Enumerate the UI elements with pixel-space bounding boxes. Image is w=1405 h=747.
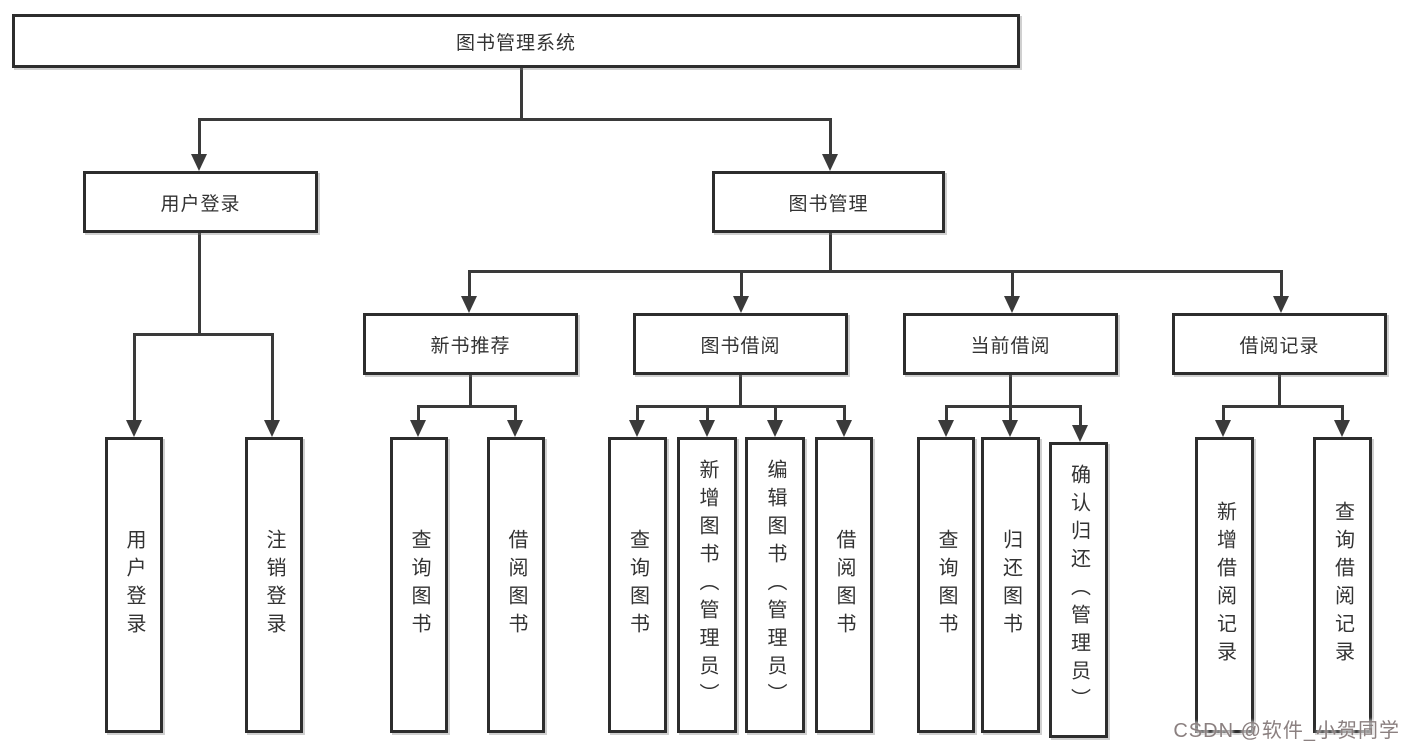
connector-arrow [1334,420,1350,437]
connector-line [945,405,948,421]
node-label: 查询图书 [408,529,430,641]
watermark: CSDN @软件_小贺同学 [1173,720,1400,742]
connector-arrow [264,420,280,437]
leaf-confirm-return-admin: 确认归还（管理员） [1049,442,1108,738]
node-label: 图书管理系统 [455,32,576,54]
connector-line [1009,405,1012,421]
node-user-login: 用户登录 [83,171,318,233]
node-book-borrow: 图书借阅 [633,313,848,375]
connector-line [198,118,201,155]
connector-line [1341,405,1344,421]
connector-line [829,233,832,273]
leaf-borrow-books-recommend: 借阅图书 [487,437,545,733]
node-current-borrow: 当前借阅 [903,313,1118,375]
node-label: 注销登录 [263,529,285,641]
connector-line [514,405,517,421]
connector-arrow [191,154,207,171]
node-borrow-records: 借阅记录 [1172,313,1387,375]
connector-line [829,118,832,155]
leaf-return-books: 归还图书 [981,437,1040,733]
node-label: 图书借阅 [700,335,781,357]
node-label: 确认归还（管理员） [1067,464,1090,716]
node-label: 用户登录 [123,529,145,641]
leaf-query-books-borrow: 查询图书 [608,437,667,733]
node-new-book-recommend: 新书推荐 [363,313,578,375]
connector-arrow [836,420,852,437]
connector-line [417,405,420,421]
node-label: 借阅图书 [833,529,855,641]
leaf-add-book-admin: 新增图书（管理员） [677,437,737,733]
node-label: 查询图书 [935,529,957,641]
connector-line [774,405,777,421]
connector-arrow [461,296,477,313]
leaf-borrow-books-2: 借阅图书 [815,437,873,733]
connector-line [417,405,517,408]
node-book-management: 图书管理 [712,171,945,233]
connector-arrow [1273,296,1289,313]
connector-arrow [767,420,783,437]
node-label: 编辑图书（管理员） [764,459,786,711]
node-label: 新书推荐 [430,335,511,357]
leaf-query-borrow-record: 查询借阅记录 [1313,437,1372,733]
connector-line [636,405,846,408]
connector-arrow [1072,425,1088,442]
connector-line [1079,405,1082,426]
node-label: 查询图书 [626,529,649,641]
connector-line [1278,375,1281,408]
connector-line [945,405,1082,408]
connector-line [198,233,201,336]
connector-line [468,270,1283,273]
connector-line [468,270,471,297]
connector-arrow [1002,420,1018,437]
node-label: 当前借阅 [970,335,1051,357]
connector-arrow [507,420,523,437]
connector-line [520,67,523,121]
node-label: 新增图书（管理员） [696,459,718,711]
connector-line [1280,270,1283,297]
connector-line [198,118,832,121]
connector-line [1009,375,1012,408]
connector-arrow [126,420,142,437]
node-label: 用户登录 [160,193,241,215]
connector-line [1222,405,1344,408]
leaf-query-books-current: 查询图书 [917,437,975,733]
connector-arrow [410,420,426,437]
connector-line [740,270,743,297]
connector-line [133,333,136,420]
node-label: 图书管理 [788,193,869,215]
connector-line [1011,270,1014,297]
leaf-edit-book-admin: 编辑图书（管理员） [745,437,805,733]
leaf-user-login: 用户登录 [105,437,163,733]
connector-arrow [629,420,645,437]
connector-arrow [1004,296,1020,313]
node-label: 借阅图书 [505,529,527,641]
leaf-add-borrow-record: 新增借阅记录 [1195,437,1254,733]
node-label: 借阅记录 [1239,335,1320,357]
connector-arrow [938,420,954,437]
node-label: 新增借阅记录 [1213,501,1236,669]
connector-line [469,375,472,408]
connector-arrow [733,296,749,313]
connector-line [1222,405,1225,421]
connector-arrow [1215,420,1231,437]
connector-line [843,405,846,421]
node-label: 归还图书 [999,529,1022,641]
connector-arrow [699,420,715,437]
connector-line [739,375,742,408]
node-label: 查询借阅记录 [1331,501,1354,669]
connector-arrow [822,154,838,171]
node-library-system: 图书管理系统 [12,14,1020,68]
connector-line [706,405,709,421]
leaf-logout: 注销登录 [245,437,303,733]
connector-line [271,333,274,420]
leaf-query-books-recommend: 查询图书 [390,437,448,733]
connector-line [636,405,639,421]
connector-line [133,333,274,336]
